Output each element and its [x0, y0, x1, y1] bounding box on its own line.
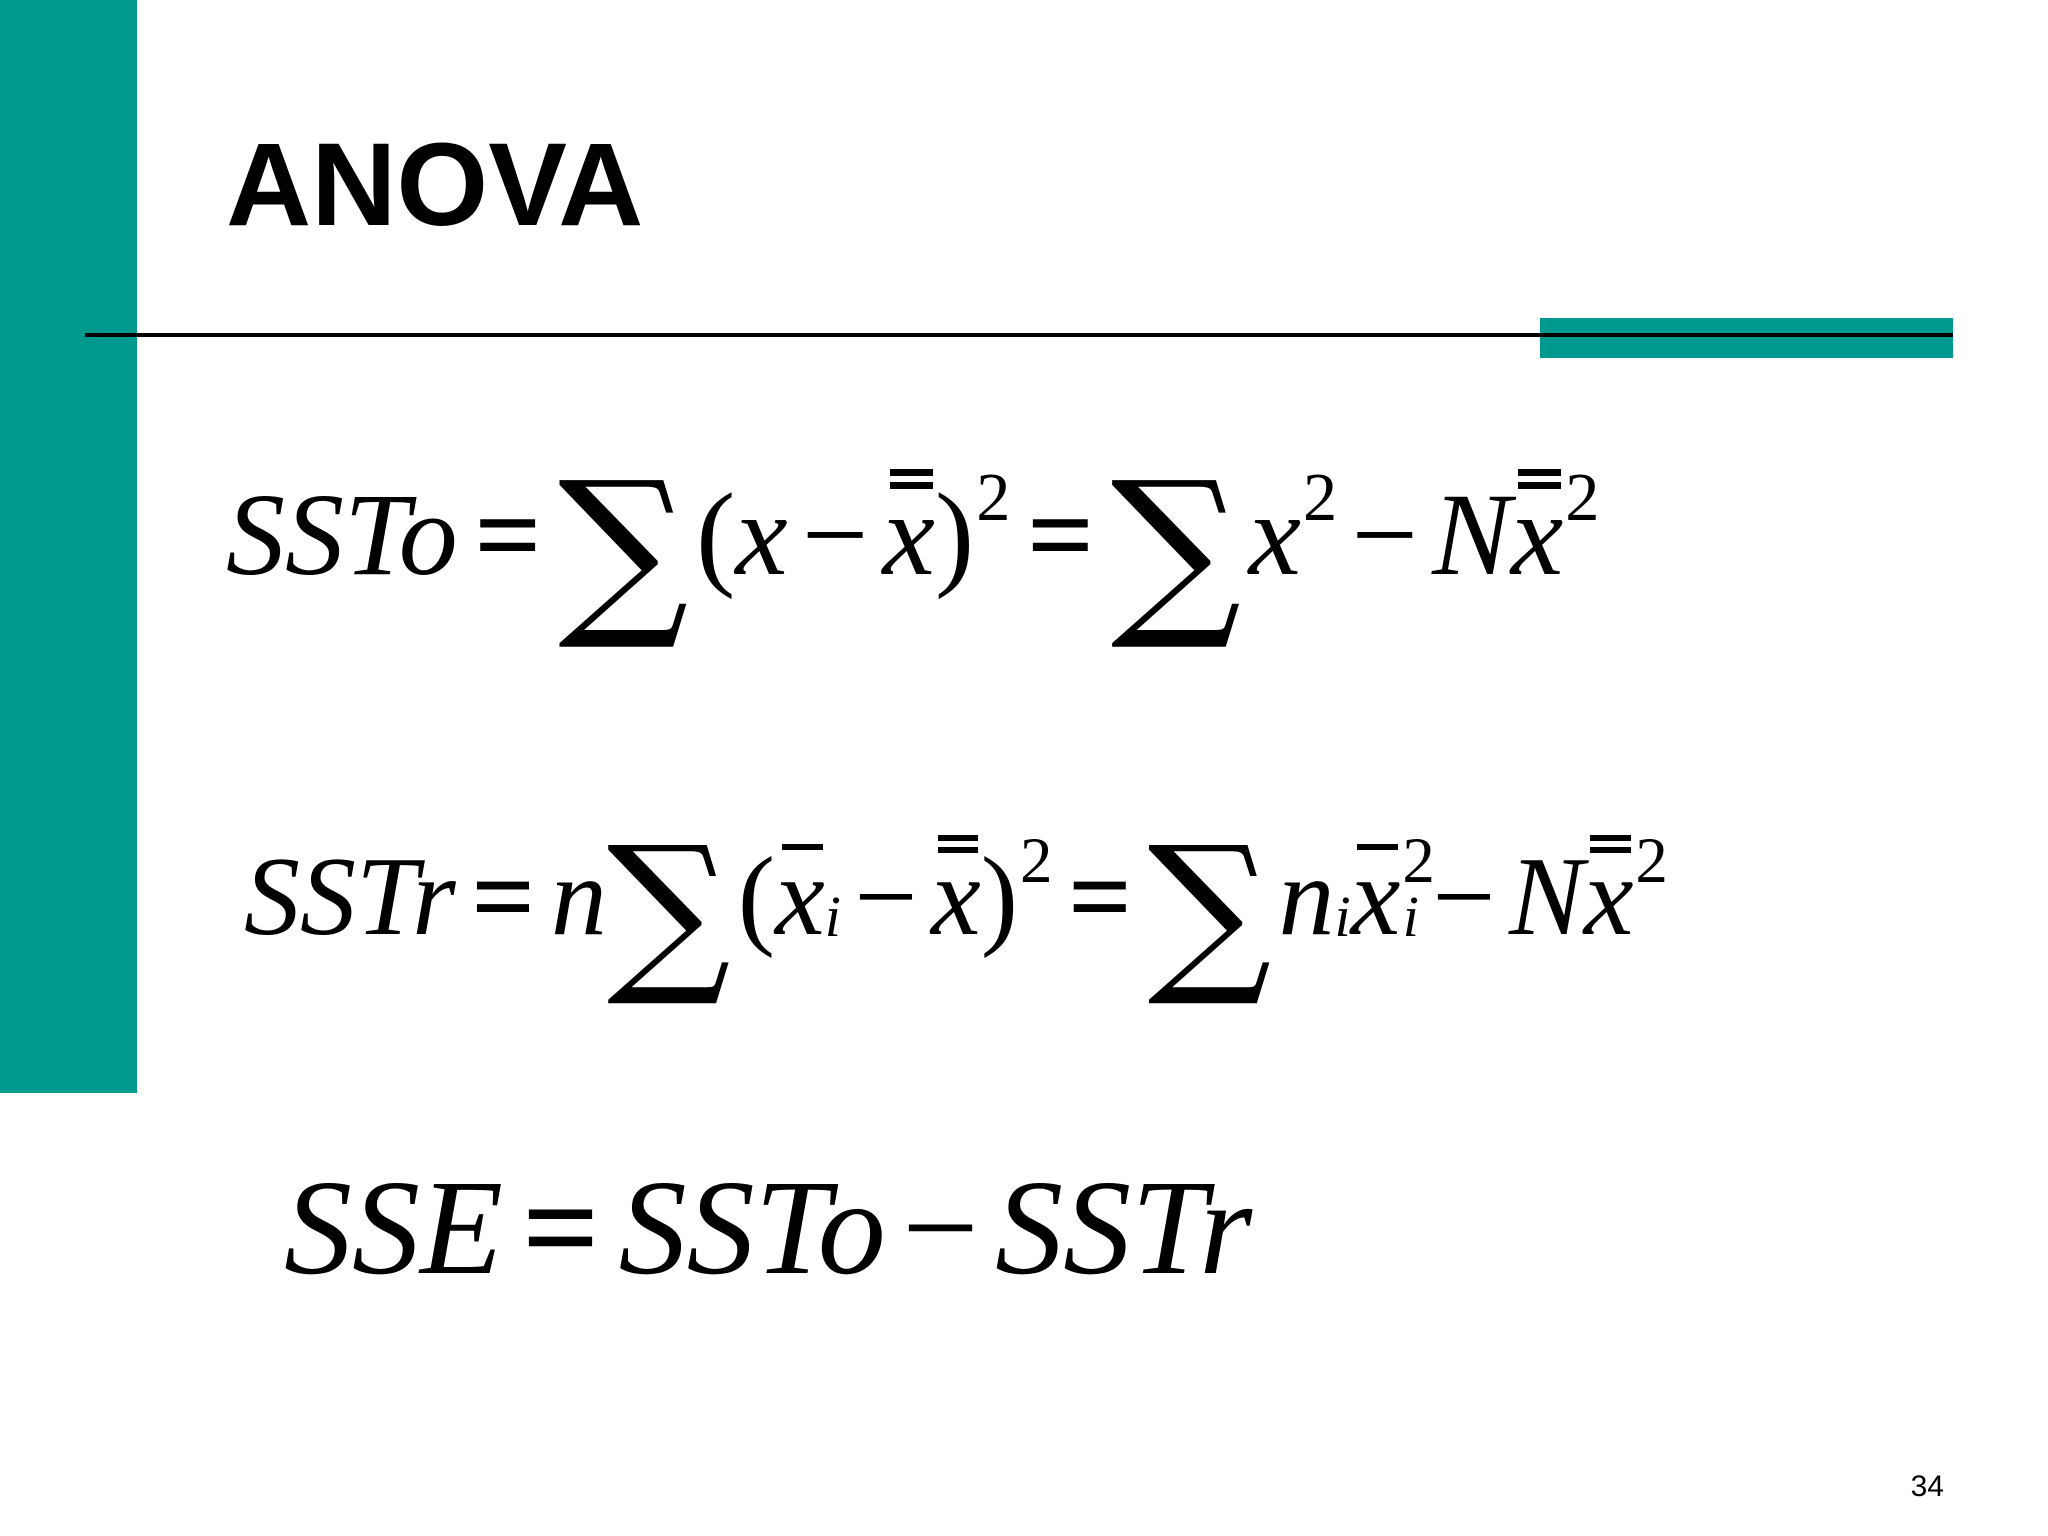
- open-paren: (: [737, 834, 776, 959]
- minus-sign: −: [1432, 834, 1496, 959]
- sstr-lhs: SSTr: [244, 834, 456, 959]
- formula-sstr: SSTr = n ∑ ( x i − x ) 2 = ∑ n i x 2 i −…: [244, 809, 1668, 1012]
- equals-sign: =: [471, 834, 536, 959]
- formula-sse: SSE = SSTo − SSTr: [284, 1148, 1252, 1308]
- variable-x: x: [1248, 469, 1301, 600]
- variable-n: n: [550, 834, 607, 959]
- title-divider: [85, 333, 1953, 337]
- page-number: 34: [1910, 1470, 1944, 1503]
- variable-N: N: [1509, 834, 1584, 959]
- sstr-term: SSTr: [995, 1153, 1253, 1303]
- variable-N: N: [1432, 469, 1511, 600]
- minus-sign: −: [854, 834, 918, 959]
- slide-title: ANOVA: [226, 119, 644, 251]
- grand-mean-x: x: [1584, 833, 1634, 962]
- summation-symbol: ∑: [1147, 809, 1272, 1012]
- summation-symbol: ∑: [606, 809, 731, 1012]
- sse-lhs: SSE: [284, 1153, 504, 1303]
- grand-mean-x: x: [1511, 467, 1563, 603]
- equals-sign: =: [522, 1153, 600, 1303]
- summation-symbol: ∑: [558, 442, 689, 656]
- equals-sign: =: [1068, 834, 1132, 959]
- minus-sign: −: [1351, 469, 1418, 600]
- title-accent-bar: [1540, 318, 1953, 358]
- variable-x: x: [735, 469, 788, 600]
- minus-sign: −: [801, 469, 869, 600]
- equals-sign: =: [1026, 469, 1095, 600]
- formula-ssto: SSTo = ∑ ( x − x ) 2 = ∑ x 2 − N x 2: [226, 442, 1600, 656]
- summation-symbol: ∑: [1110, 442, 1242, 656]
- minus-sign: −: [902, 1153, 979, 1303]
- left-accent-bar: [0, 0, 137, 1093]
- grand-mean-x: x: [931, 833, 981, 962]
- group-mean-x: x: [775, 833, 825, 962]
- ssto-lhs: SSTo: [226, 469, 458, 600]
- group-mean-x: x: [1351, 833, 1401, 962]
- ssto-term: SSTo: [618, 1153, 886, 1303]
- open-paren: (: [695, 469, 736, 600]
- close-paren: ): [980, 834, 1019, 959]
- close-paren: ): [934, 469, 975, 600]
- equals-sign: =: [474, 469, 542, 600]
- grand-mean-x: x: [883, 467, 935, 603]
- variable-n: n: [1278, 834, 1335, 959]
